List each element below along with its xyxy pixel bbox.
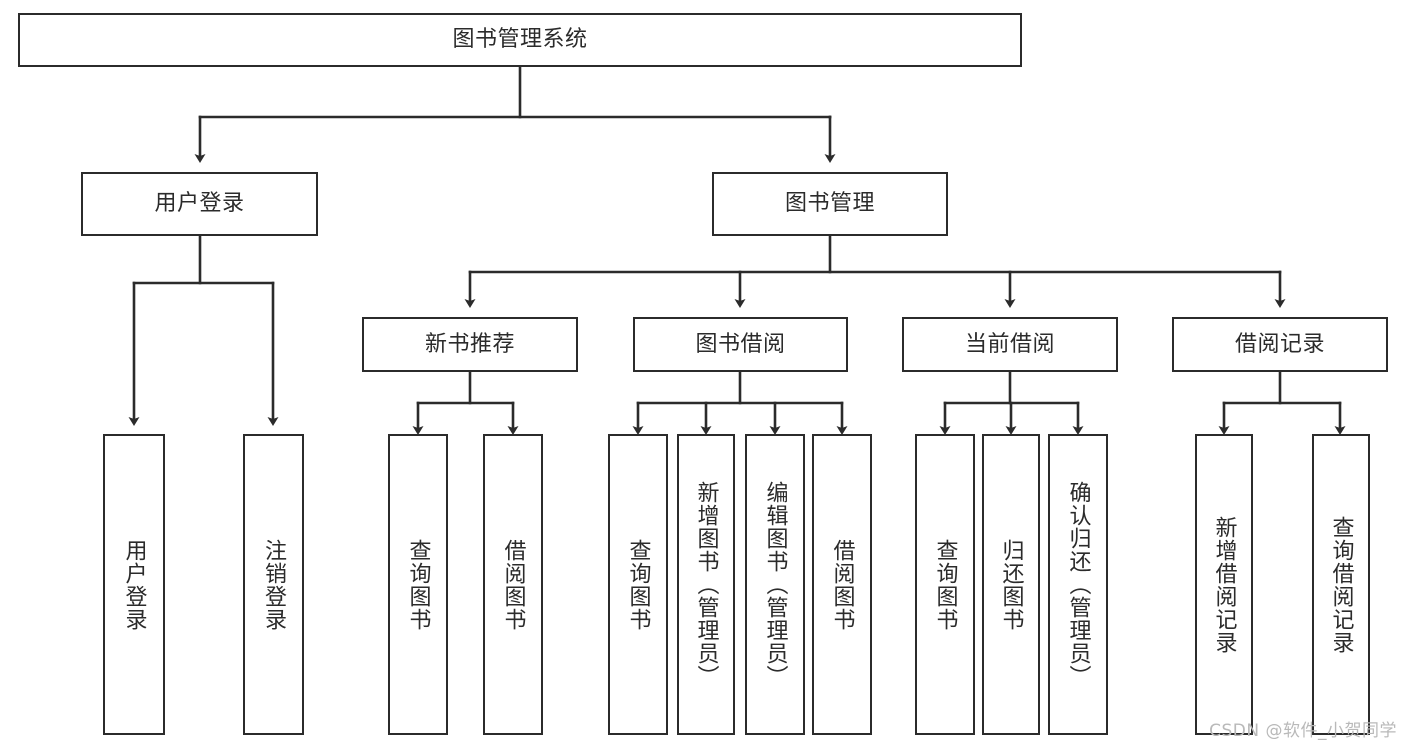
- node-leaf-query-book-2[interactable]: 查询图书: [608, 434, 668, 735]
- node-leaf-add-record[interactable]: 新增借阅记录: [1195, 434, 1253, 735]
- node-current-borrow-label: 当前借阅: [964, 331, 1055, 357]
- node-book-management[interactable]: 图书管理: [712, 172, 948, 236]
- node-leaf-user-login[interactable]: 用户登录: [103, 434, 165, 735]
- node-leaf-edit-book[interactable]: 编辑图书（管理员）: [745, 434, 805, 735]
- node-leaf-return-book[interactable]: 归还图书: [982, 434, 1040, 735]
- node-root[interactable]: 图书管理系统: [18, 13, 1022, 67]
- node-leaf-query-record[interactable]: 查询借阅记录: [1312, 434, 1370, 735]
- node-book-borrow-label: 图书借阅: [695, 331, 786, 357]
- node-leaf-borrow-book-2-label: 借阅图书: [829, 538, 855, 631]
- node-leaf-query-book-1[interactable]: 查询图书: [388, 434, 448, 735]
- node-leaf-borrow-book-1-label: 借阅图书: [500, 538, 526, 631]
- node-leaf-user-login-label: 用户登录: [121, 538, 147, 631]
- node-user-login-label: 用户登录: [154, 191, 245, 217]
- node-leaf-add-record-label: 新增借阅记录: [1211, 515, 1237, 654]
- node-book-management-label: 图书管理: [784, 191, 875, 217]
- node-book-borrow[interactable]: 图书借阅: [633, 317, 848, 372]
- node-leaf-query-book-3[interactable]: 查询图书: [915, 434, 975, 735]
- node-leaf-query-record-label: 查询借阅记录: [1328, 515, 1354, 654]
- watermark: CSDN @软件_小贺同学: [1209, 721, 1397, 741]
- node-leaf-return-book-label: 归还图书: [998, 538, 1024, 631]
- node-leaf-add-book-label: 新增图书（管理员）: [693, 481, 719, 688]
- node-leaf-borrow-book-2[interactable]: 借阅图书: [812, 434, 872, 735]
- node-root-label: 图书管理系统: [452, 27, 588, 53]
- node-current-borrow[interactable]: 当前借阅: [902, 317, 1118, 372]
- node-leaf-confirm-return-label: 确认归还（管理员）: [1065, 481, 1091, 688]
- node-borrow-record[interactable]: 借阅记录: [1172, 317, 1388, 372]
- node-leaf-query-book-3-label: 查询图书: [932, 538, 958, 631]
- node-user-login[interactable]: 用户登录: [81, 172, 318, 236]
- node-leaf-add-book[interactable]: 新增图书（管理员）: [677, 434, 735, 735]
- node-leaf-query-book-2-label: 查询图书: [625, 538, 651, 631]
- node-new-book-recommend-label: 新书推荐: [424, 331, 515, 357]
- node-leaf-confirm-return[interactable]: 确认归还（管理员）: [1048, 434, 1108, 735]
- node-borrow-record-label: 借阅记录: [1234, 331, 1325, 357]
- node-leaf-logout-login[interactable]: 注销登录: [243, 434, 304, 735]
- node-new-book-recommend[interactable]: 新书推荐: [362, 317, 578, 372]
- node-leaf-logout-login-label: 注销登录: [261, 538, 287, 631]
- node-leaf-borrow-book-1[interactable]: 借阅图书: [483, 434, 543, 735]
- node-leaf-edit-book-label: 编辑图书（管理员）: [762, 481, 788, 688]
- node-leaf-query-book-1-label: 查询图书: [405, 538, 431, 631]
